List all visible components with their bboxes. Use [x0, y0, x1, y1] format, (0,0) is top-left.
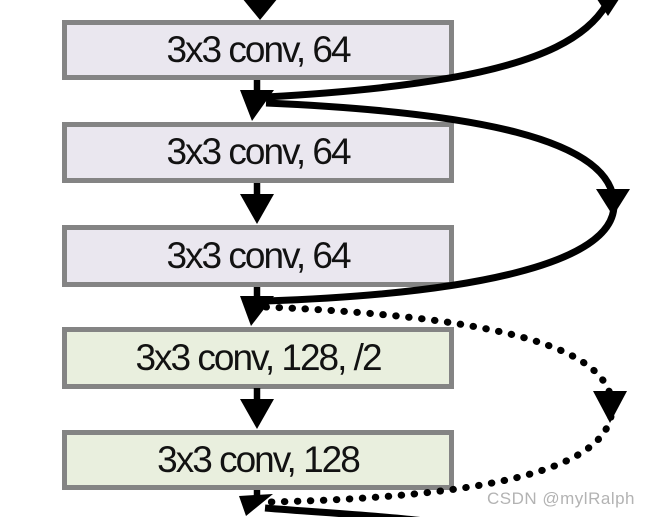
flow-arrowhead-into-conv1-icon: [243, 0, 277, 20]
flow-arrowhead-5-icon: [239, 494, 273, 516]
flow-arrowhead-3-icon: [240, 296, 274, 326]
flow-arrowhead-2-icon: [240, 194, 274, 224]
conv-box-2-label: 3x3 conv, 64: [166, 131, 351, 172]
conv-box-1-label: 3x3 conv, 64: [166, 28, 351, 70]
skip-arc-solid-1-arrowhead-icon: [596, 189, 630, 216]
conv-box-3: 3x3 conv, 64: [62, 225, 454, 287]
flow-arrowhead-4-icon: [240, 399, 274, 429]
skip-arc-solid-outgoing: [264, 504, 420, 517]
conv-box-2: 3x3 conv, 64: [62, 122, 454, 183]
conv-box-3-label: 3x3 conv, 64: [166, 234, 351, 276]
skip-arc-dotted-arrowhead-icon: [593, 391, 627, 423]
conv-box-5-label: 3x3 conv, 128: [157, 438, 361, 480]
conv-box-4-label: 3x3 conv, 128, /2: [135, 336, 382, 378]
conv-box-5: 3x3 conv, 128: [62, 430, 454, 490]
watermark-text: CSDN @mylRalph: [487, 489, 636, 508]
conv-box-4: 3x3 conv, 128, /2: [62, 327, 454, 389]
conv-box-1: 3x3 conv, 64: [62, 20, 454, 80]
skip-arc-incoming-arrowhead-icon: [597, 0, 619, 16]
flow-arrowhead-1-icon: [240, 90, 274, 121]
